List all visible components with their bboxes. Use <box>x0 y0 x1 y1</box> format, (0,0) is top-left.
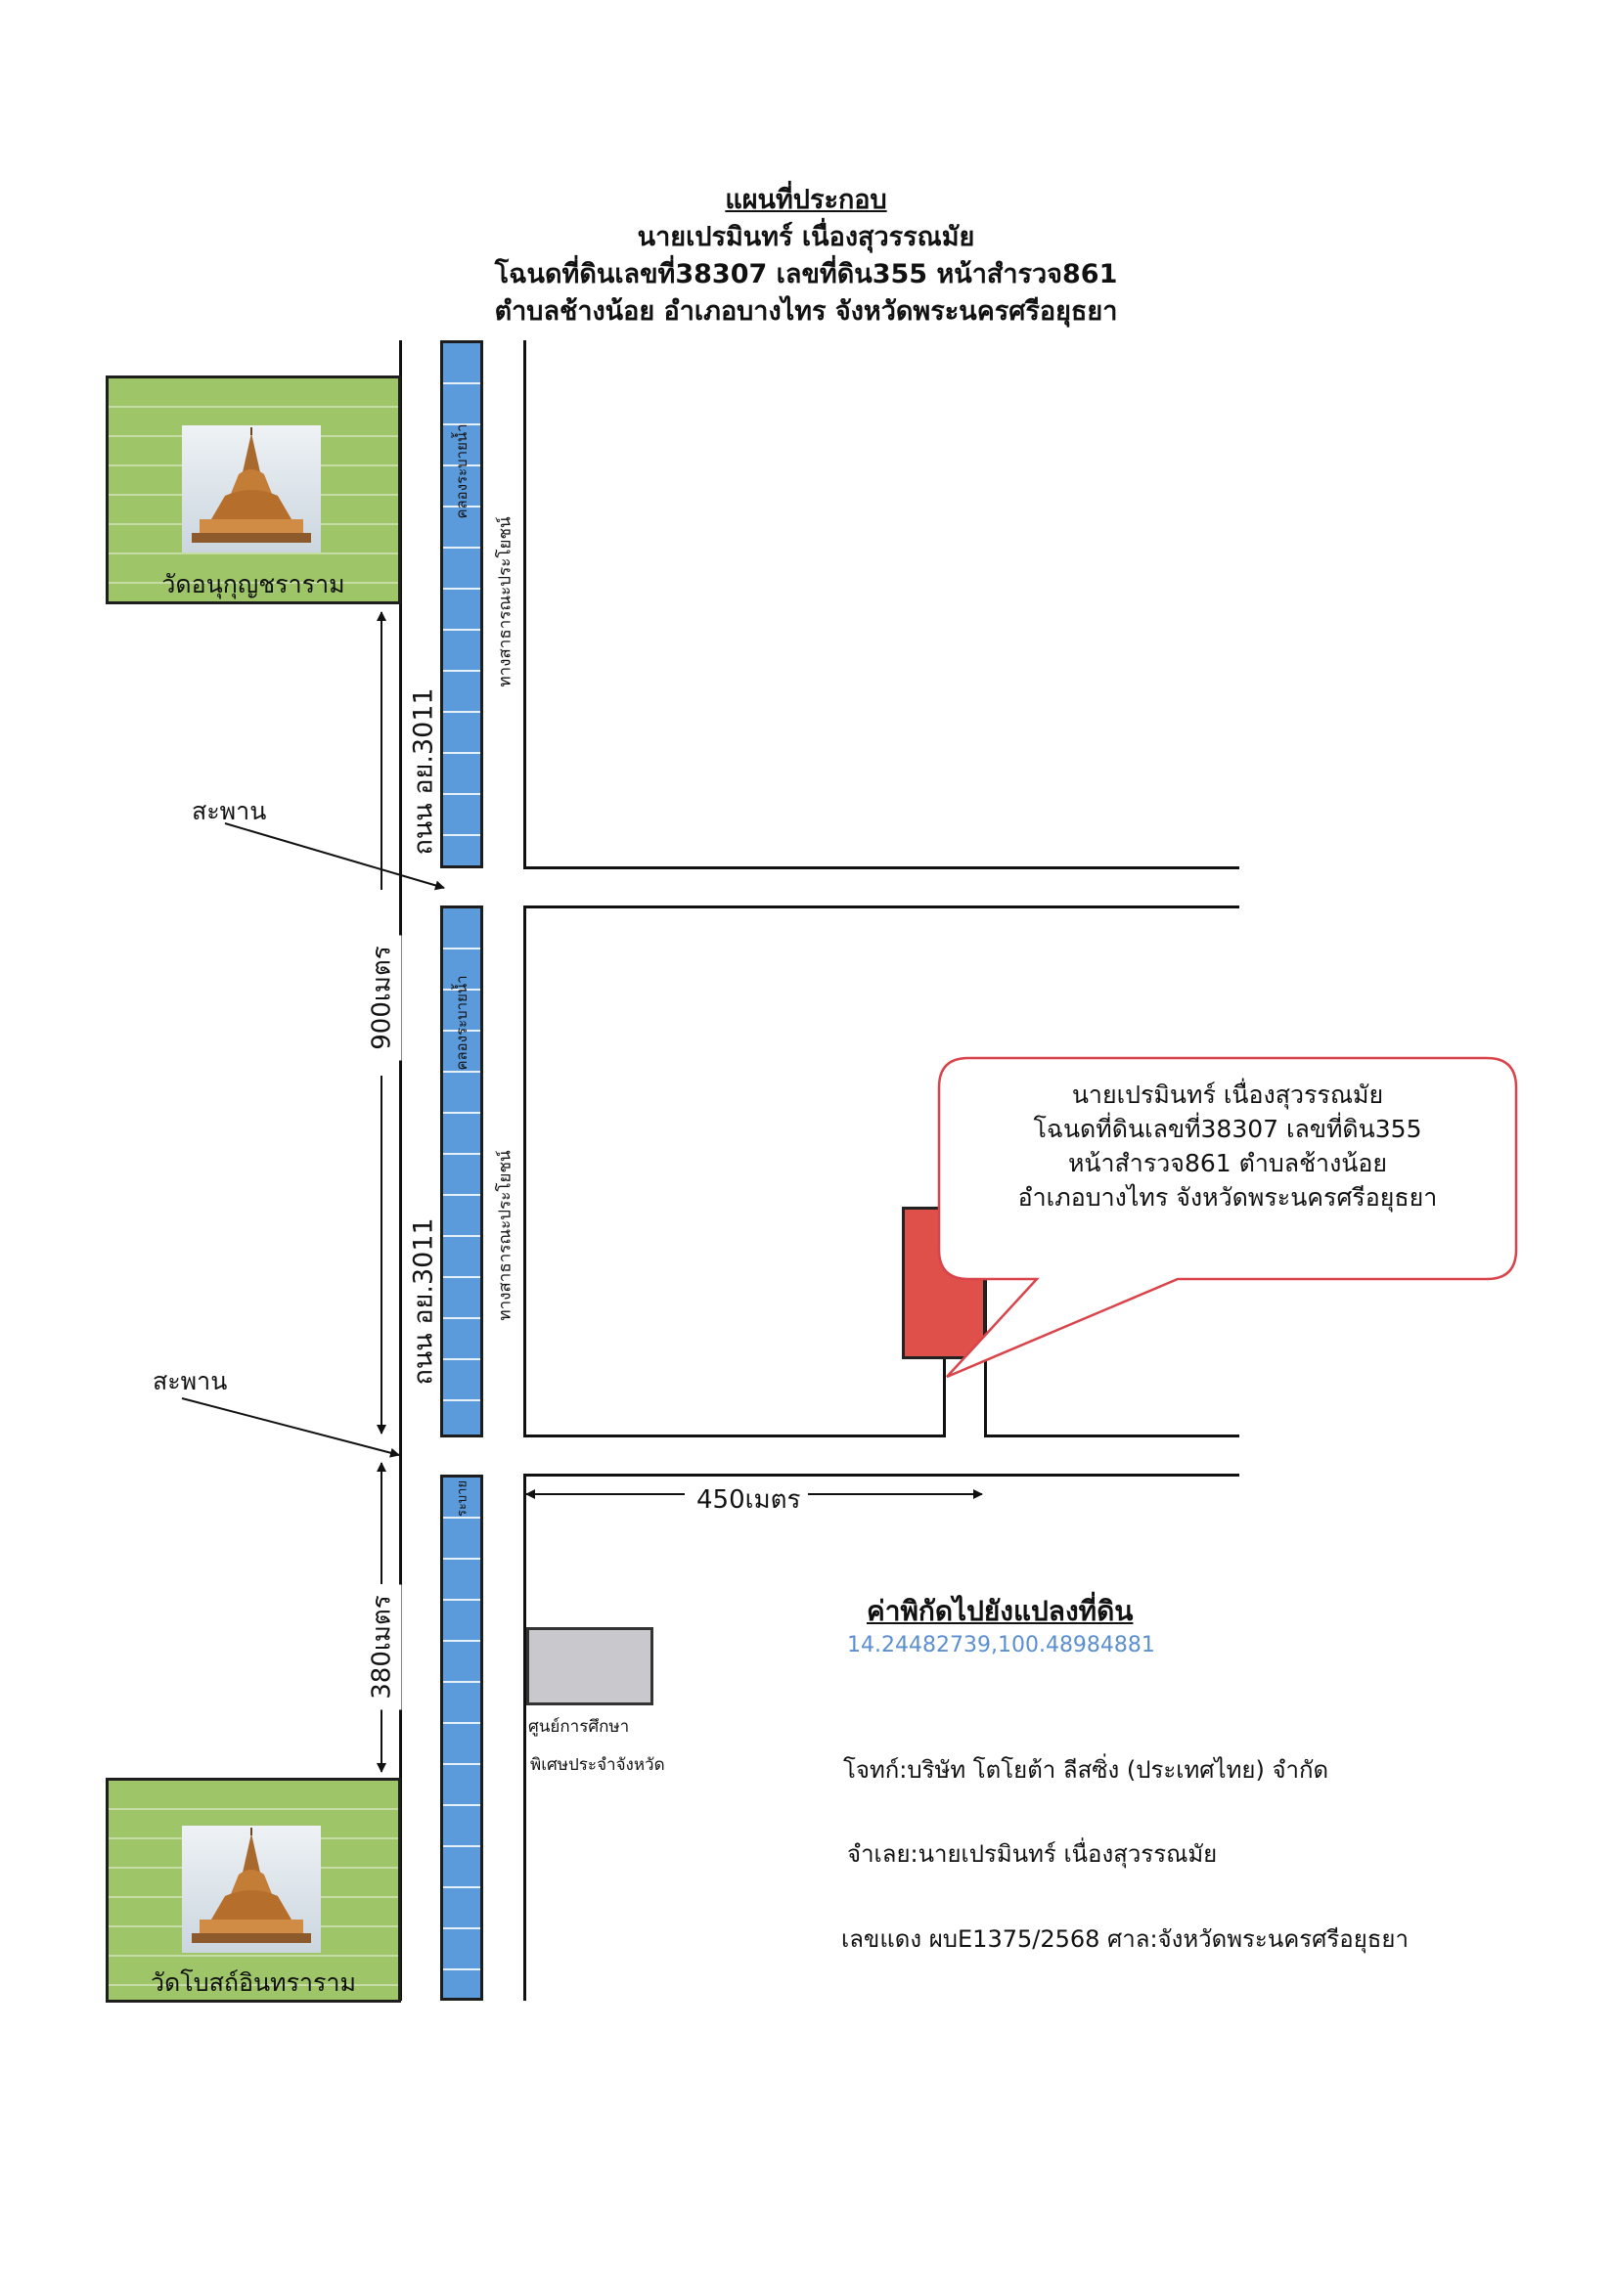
distance-900m-label: 900เมตร <box>361 935 402 1061</box>
school-label-line1: ศูนย์การศึกษา <box>528 1717 630 1737</box>
block-middle-top-edge <box>523 905 1239 908</box>
canal-segment-middle <box>440 905 483 1437</box>
block-bottom-top-edge <box>523 1474 1239 1477</box>
case-number-info: เลขแดง ผบE1375/2568 ศาล:จังหวัดพระนครศรี… <box>841 1925 1409 1953</box>
block-top-bottom-edge <box>523 866 1239 869</box>
bridge-pointer-lower <box>181 1397 400 1458</box>
stupa-icon <box>182 425 321 552</box>
temple-top: วัดอนุกุญชราราม <box>106 375 401 604</box>
block-bottom-left-edge <box>523 1474 526 2001</box>
map-title: แผนที่ประกอบ <box>725 185 887 215</box>
owner-name: นายเปรมินทร์ เนื่องสุวรรณมัย <box>637 222 975 252</box>
stupa-icon <box>182 1826 321 1953</box>
block-top-left-edge <box>523 340 526 868</box>
block-middle-bottom-left <box>523 1435 945 1437</box>
location-info: ตำบลช้างน้อย อำเภอบางไทร จังหวัดพระนครศร… <box>494 296 1118 327</box>
plot-callout-text: นายเปรมินทร์ เนื่องสุวรรณมัย โฉนดที่ดินเ… <box>941 1078 1514 1214</box>
building-icon <box>526 1627 653 1705</box>
defendant-info: จำเลย:นายเปรมินทร์ เนื่องสุวรรณมัย <box>847 1840 1218 1868</box>
plaintiff-info: โจทก์:บริษัท โตโยต้า ลีสซิ่ง (ประเทศไทย)… <box>843 1756 1329 1784</box>
distance-450m-label: 450เมตร <box>696 1485 801 1515</box>
bridge-label-lower: สะพาน <box>153 1367 228 1395</box>
callout-line-survey: หน้าสำรวจ861 ตำบลช้างน้อย <box>1067 1149 1388 1177</box>
callout-line-district: อำเภอบางไทร จังหวัดพระนครศรีอยุธยา <box>1017 1183 1438 1212</box>
coordinates-heading: ค่าพิกัดไปยังแปลงที่ดิน <box>867 1595 1134 1627</box>
block-middle-left-edge <box>523 905 526 1437</box>
distance-380m-label: 380เมตร <box>361 1584 402 1710</box>
bridge-label-upper: สะพาน <box>192 797 267 825</box>
school-label-line2: พิเศษประจำจังหวัด <box>530 1755 665 1775</box>
access-lane-left <box>943 1359 946 1437</box>
block-middle-bottom-right <box>986 1435 1239 1437</box>
temple-top-name: วัดอนุกุญชราราม <box>161 570 345 598</box>
canal-segment-bottom <box>440 1475 483 2001</box>
temple-bottom-name: วัดโบสถ์อินทราราม <box>151 1968 356 1997</box>
deed-info: โฉนดที่ดินเลขที่38307 เลขที่ดิน355 หน้าส… <box>494 259 1118 289</box>
bridge-pointer-upper <box>224 822 445 891</box>
callout-line-owner: นายเปรมินทร์ เนื่องสุวรรณมัย <box>1071 1081 1384 1109</box>
canal-segment-top <box>440 340 483 868</box>
plot-callout-bubble <box>937 1056 1518 1379</box>
temple-bottom: วัดโบสถ์อินทราราม <box>106 1778 401 2003</box>
main-road-line <box>399 340 402 2001</box>
callout-line-deed: โฉนดที่ดินเลขที่38307 เลขที่ดิน355 <box>1033 1115 1422 1143</box>
map-title-block: แผนที่ประกอบ นายเปรมินทร์ เนื่องสุวรรณมั… <box>0 182 1612 331</box>
coordinates-value: 14.24482739,100.48984881 <box>847 1633 1155 1657</box>
